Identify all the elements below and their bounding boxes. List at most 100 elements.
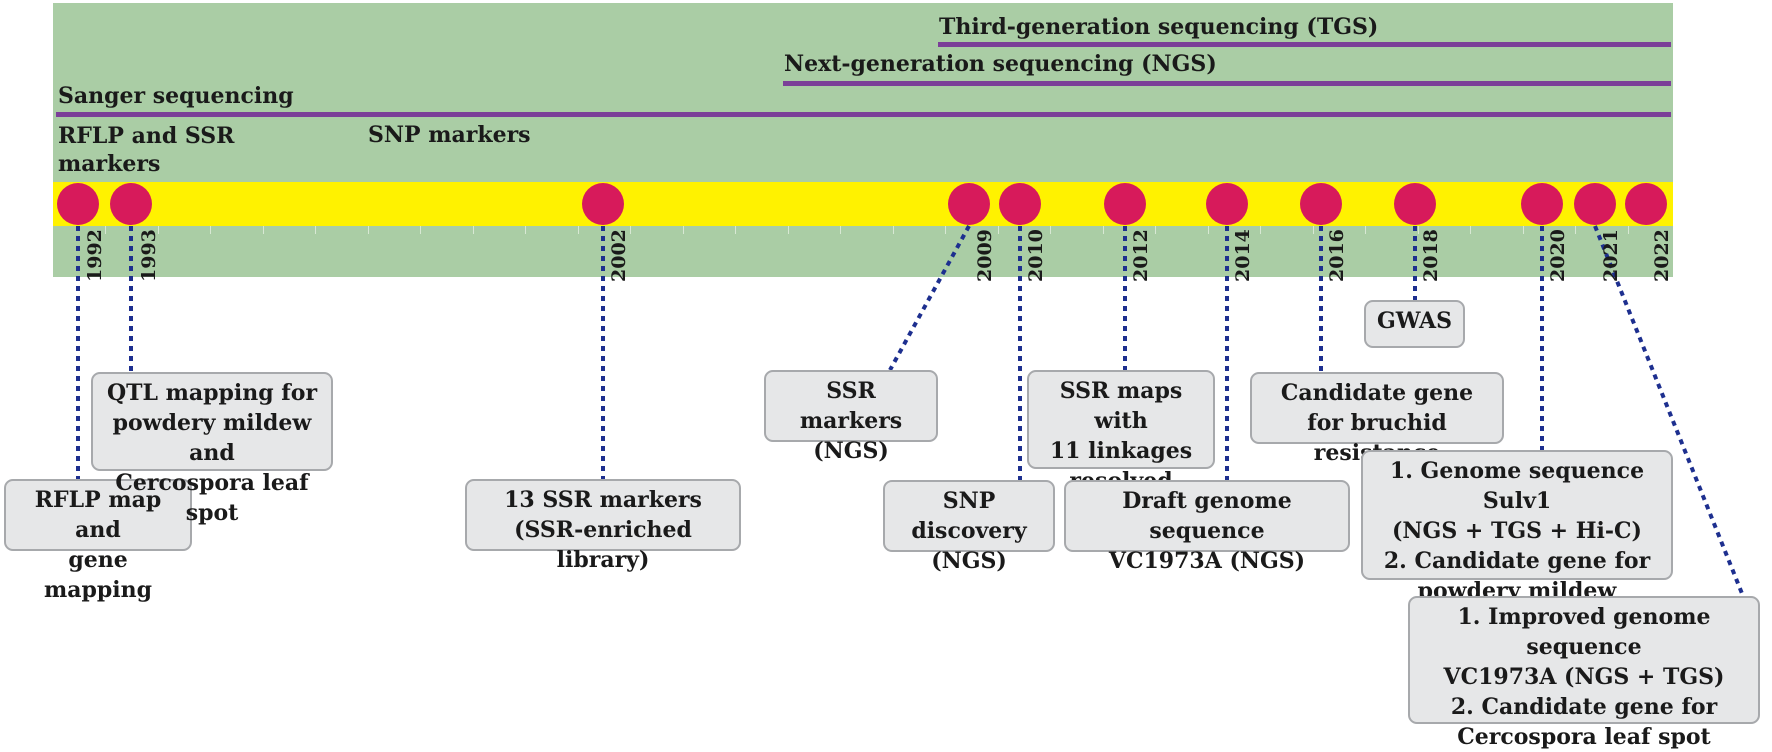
tick-mark: [525, 226, 526, 234]
year-label-2014: 2014: [1232, 229, 1254, 282]
tick-mark: [1050, 226, 1051, 234]
tick-mark: [683, 226, 684, 234]
tick-mark: [1523, 226, 1524, 234]
tick-mark: [420, 226, 421, 234]
tick-mark: [368, 226, 369, 234]
sanger-era-label: Sanger sequencing: [58, 83, 294, 109]
tick-mark: [263, 226, 264, 234]
snp-markers-label: SNP markers: [368, 122, 531, 148]
tick-mark: [1313, 226, 1314, 234]
tick-mark: [1470, 226, 1471, 234]
event-box-1992: RFLP map and gene mapping: [4, 479, 192, 603]
tick-mark: [1155, 226, 1156, 234]
tick-mark: [630, 226, 631, 234]
rflp-ssr-line1: RFLP and SSR: [58, 123, 235, 149]
event-box-2021: 1. Improved genome sequence VC1973A (NGS…: [1408, 596, 1760, 750]
tick-mark: [840, 226, 841, 234]
event-box-2020: 1. Genome sequence Sulv1 (NGS + TGS + Hi…: [1361, 450, 1673, 604]
year-label-2018: 2018: [1420, 229, 1442, 282]
event-line: Candidate gene: [1280, 380, 1474, 406]
year-label-2009: 2009: [974, 229, 996, 282]
year-label-2022: 2022: [1651, 229, 1673, 282]
event-line: powdery mildew and: [112, 410, 312, 466]
tick-mark: [1260, 226, 1261, 234]
tgs-era-line: [938, 42, 1671, 47]
event-line: VC1973A (NGS): [1108, 548, 1306, 574]
event-box-2016: Candidate gene for bruchid resistance: [1250, 372, 1504, 466]
event-line: (NGS): [931, 548, 1007, 574]
tgs-era-label: Third-generation sequencing (TGS): [939, 14, 1379, 40]
connector-lines: [76, 225, 1745, 597]
tick-mark: [1365, 226, 1366, 234]
event-box-2014: Draft genome sequence VC1973A (NGS): [1064, 480, 1350, 574]
rflp-ssr-markers-label: RFLP and SSR markers: [58, 122, 234, 178]
milestone-dot-2020: [1521, 183, 1563, 225]
ngs-era-label: Next-generation sequencing (NGS): [784, 51, 1217, 77]
event-box-1993: QTL mapping for powdery mildew and Cerco…: [91, 372, 333, 526]
event-line: RFLP map and: [34, 487, 162, 543]
year-label-1992: 1992: [84, 229, 106, 282]
milestone-dot-2002: [582, 183, 624, 225]
tick-mark: [105, 226, 106, 234]
tick-mark: [315, 226, 316, 234]
timeline-background-band: [53, 3, 1673, 277]
event-line: Cercospora leaf spot: [115, 470, 309, 526]
milestone-dot-2010: [999, 183, 1041, 225]
rflp-ssr-line2: markers: [58, 151, 161, 177]
event-line: 2. Candidate gene for: [1450, 694, 1718, 720]
event-line: (NGS + TGS + Hi-C): [1392, 518, 1642, 544]
milestone-dot-1992: [57, 183, 99, 225]
tick-mark: [998, 226, 999, 234]
genomics-timeline-diagram: Third-generation sequencing (TGS) Next-g…: [4, 3, 1760, 750]
event-line: gene mapping: [43, 547, 153, 603]
tick-mark: [945, 226, 946, 234]
event-line: (SSR-enriched library): [514, 517, 692, 573]
tick-mark: [788, 226, 789, 234]
event-box-2009: SSR markers (NGS): [764, 370, 938, 464]
event-line: QTL mapping for: [106, 380, 318, 406]
tick-mark: [473, 226, 474, 234]
tick-mark: [735, 226, 736, 234]
event-line: (NGS): [813, 438, 889, 464]
event-line: 13 SSR markers: [504, 487, 702, 513]
tick-mark: [158, 226, 159, 234]
event-line: 1. Improved genome sequence: [1457, 604, 1711, 660]
milestone-dot-2012: [1104, 183, 1146, 225]
event-line: 2. Candidate gene for: [1383, 548, 1651, 574]
connector-2021: [1593, 225, 1745, 597]
milestone-dot-1993: [110, 183, 152, 225]
tick-mark: [1208, 226, 1209, 234]
milestone-dot-2014: [1206, 183, 1248, 225]
event-line: GWAS: [1376, 308, 1453, 334]
tick-mark: [1418, 226, 1419, 234]
event-box-2010: SNP discovery (NGS): [883, 480, 1055, 574]
year-label-2016: 2016: [1326, 229, 1348, 282]
event-box-2002: 13 SSR markers (SSR-enriched library): [465, 479, 741, 573]
year-label-1993: 1993: [138, 229, 160, 282]
event-box-2018: GWAS: [1364, 300, 1465, 348]
tick-mark: [210, 226, 211, 234]
event-line: VC1973A (NGS + TGS): [1443, 664, 1725, 690]
milestone-dot-2022: [1625, 183, 1667, 225]
milestone-dot-2016: [1300, 183, 1342, 225]
ngs-era-line: [783, 81, 1671, 86]
year-label-2012: 2012: [1130, 229, 1152, 282]
year-label-2020: 2020: [1547, 229, 1569, 282]
year-label-2010: 2010: [1025, 229, 1047, 282]
milestone-dot-2021: [1574, 183, 1616, 225]
event-line: SSR maps with: [1059, 378, 1183, 434]
event-line: 1. Genome sequence Sulv1: [1389, 458, 1645, 514]
tick-mark: [1103, 226, 1104, 234]
tick-mark: [1575, 226, 1576, 234]
event-line: 11 linkages: [1049, 438, 1193, 464]
milestone-dot-2018: [1394, 183, 1436, 225]
sanger-era-line: [56, 112, 1671, 117]
milestone-dot-2009: [948, 183, 990, 225]
event-line: SSR markers: [799, 378, 903, 434]
connector-2009: [888, 225, 971, 371]
tick-mark: [1628, 226, 1629, 234]
tick-mark: [893, 226, 894, 234]
event-line: SNP discovery: [911, 488, 1027, 544]
tick-mark: [578, 226, 579, 234]
year-label-2021: 2021: [1600, 229, 1622, 282]
